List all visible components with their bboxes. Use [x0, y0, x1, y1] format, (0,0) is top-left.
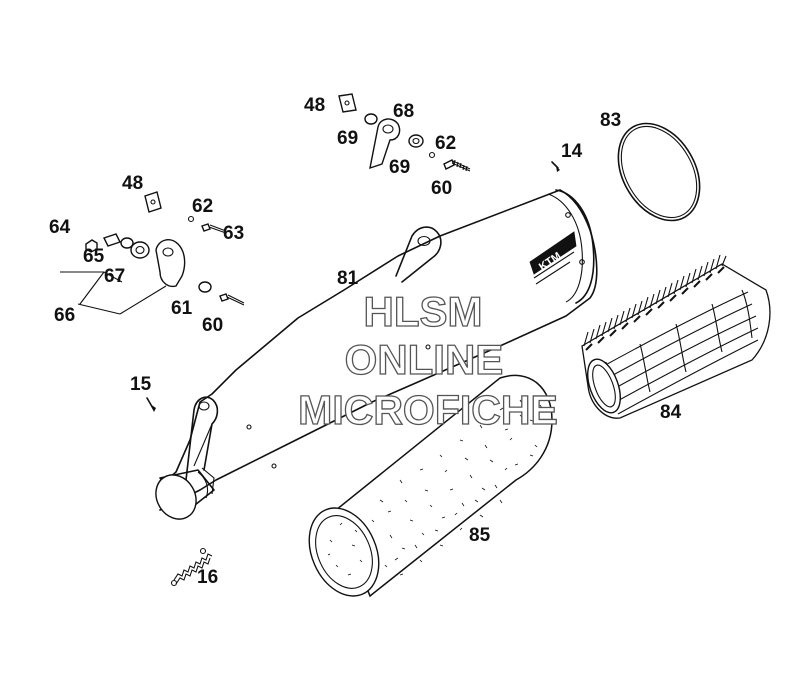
rivet-14	[551, 161, 560, 172]
label-65: 65	[83, 246, 105, 267]
label-69-left: 69	[337, 128, 358, 149]
label-69-right: 69	[389, 157, 410, 178]
label-66: 66	[54, 305, 75, 326]
label-63: 63	[223, 223, 244, 244]
label-84: 84	[660, 402, 682, 423]
part-labels: 48 68 69 69 62 60 14 83 48 62 64 63 65 6…	[49, 95, 682, 588]
upper-bracket-group	[338, 93, 471, 172]
rivet-15	[146, 397, 156, 412]
packing-sleeve-85	[308, 374, 553, 598]
label-83: 83	[600, 110, 621, 131]
watermark-line-3: MICROFICHE	[298, 387, 558, 433]
label-16: 16	[197, 567, 218, 588]
label-81: 81	[337, 268, 359, 289]
label-14: 14	[561, 141, 583, 162]
spring-16	[170, 547, 213, 587]
label-62-left: 62	[192, 196, 213, 217]
silencer-body: KTM	[155, 189, 598, 520]
label-48-top: 48	[304, 95, 325, 116]
lower-bracket-group	[60, 191, 245, 315]
ktm-logo: KTM	[529, 231, 577, 285]
label-62-top: 62	[435, 133, 456, 154]
label-85: 85	[469, 525, 491, 546]
label-60-top: 60	[431, 178, 452, 199]
watermark: HLSM ONLINE MICROFICHE	[298, 287, 559, 433]
label-68: 68	[393, 101, 414, 122]
watermark-line-1: HLSM	[364, 288, 483, 335]
watermark-line-2: ONLINE	[345, 336, 504, 383]
label-64: 64	[49, 217, 71, 238]
label-67: 67	[104, 266, 125, 287]
insulation-wrap-84	[581, 254, 771, 419]
label-15: 15	[130, 374, 152, 395]
label-61: 61	[171, 298, 193, 319]
label-60-left: 60	[202, 315, 223, 336]
label-48-left: 48	[122, 173, 143, 194]
ring-83	[617, 122, 701, 222]
